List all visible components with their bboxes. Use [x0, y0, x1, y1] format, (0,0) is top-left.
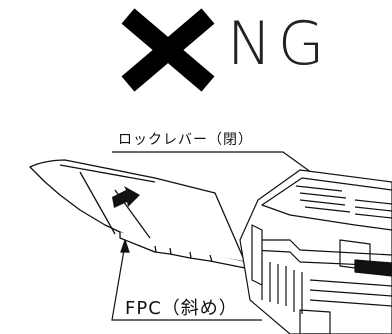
insert-arrow-icon: [112, 186, 140, 208]
fpc-label: FPC（斜め）: [125, 298, 238, 319]
connector-body: [239, 169, 392, 334]
lock-lever-label: ロックレバー（閉）: [118, 132, 253, 148]
fpc-cable: [29, 159, 246, 269]
fpc-leader-line: [111, 238, 262, 321]
ng-text: NG: [227, 9, 331, 79]
cross-mark-icon: [121, 8, 215, 92]
